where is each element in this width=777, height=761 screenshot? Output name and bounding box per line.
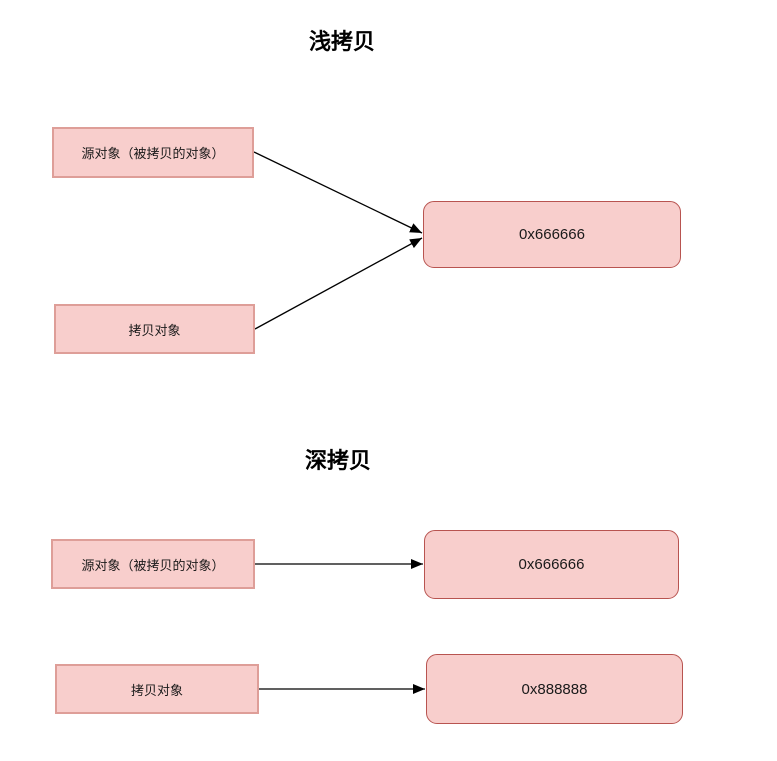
deep-copy-object-node: 拷贝对象 [55,664,259,714]
deep-source-object-node: 源对象（被拷贝的对象） [51,539,255,589]
arrow-shallow-source-to-shared-address [253,151,423,234]
shallow-shared-address-node: 0x666666 [423,201,681,268]
deep-copy-address-node: 0x888888 [426,654,683,724]
deep-copy-title: 深拷贝 [304,448,371,473]
deep-source-address-node: 0x666666 [424,530,679,599]
shallow-copy-object-node: 拷贝对象 [54,304,255,354]
shallow-copy-title: 浅拷贝 [308,29,375,54]
shallow-source-object-node: 源对象（被拷贝的对象） [52,127,254,178]
arrow-shallow-copy-to-shared-address [254,237,423,330]
